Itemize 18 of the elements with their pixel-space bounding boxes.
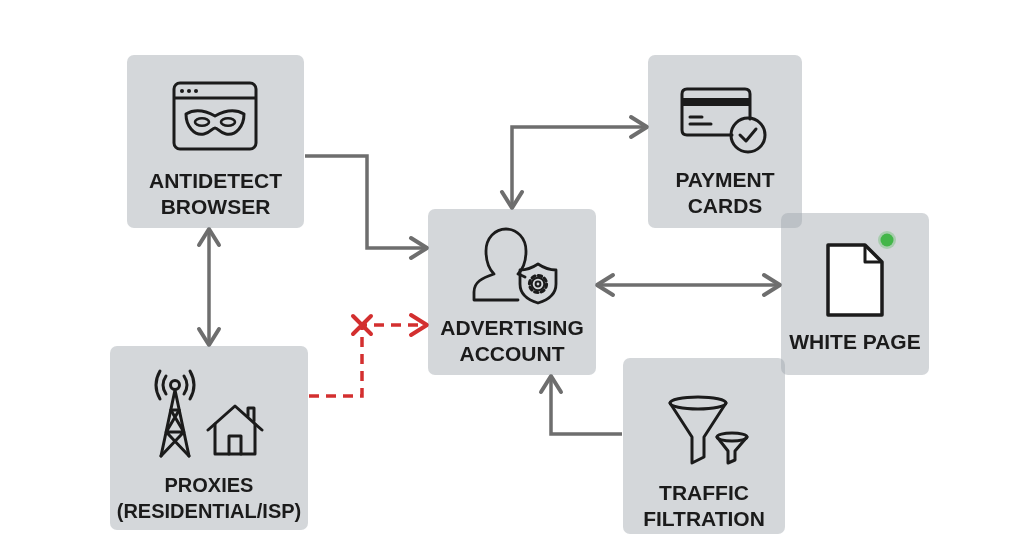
arrow bbox=[305, 154, 429, 260]
dashed-arrow bbox=[309, 313, 429, 398]
arrow bbox=[197, 227, 221, 347]
node-card bbox=[648, 55, 802, 228]
node-card bbox=[110, 346, 308, 530]
node-card bbox=[623, 358, 785, 534]
node-label: ADVERTISING ACCOUNT bbox=[439, 315, 585, 367]
node-label: PAYMENT CARDS bbox=[674, 167, 776, 219]
node-card bbox=[428, 209, 596, 375]
node-label: PROXIES (RESIDENTIAL/ISP) bbox=[115, 473, 303, 524]
node-card bbox=[781, 213, 929, 375]
node-label: WHITE PAGE bbox=[789, 329, 921, 355]
arrow bbox=[539, 374, 622, 436]
node-card bbox=[127, 55, 304, 228]
node-label: TRAFFIC FILTRATION bbox=[642, 480, 766, 532]
arrow bbox=[595, 273, 782, 297]
node-label: ANTIDETECT BROWSER bbox=[148, 168, 283, 220]
arrow bbox=[500, 115, 649, 210]
